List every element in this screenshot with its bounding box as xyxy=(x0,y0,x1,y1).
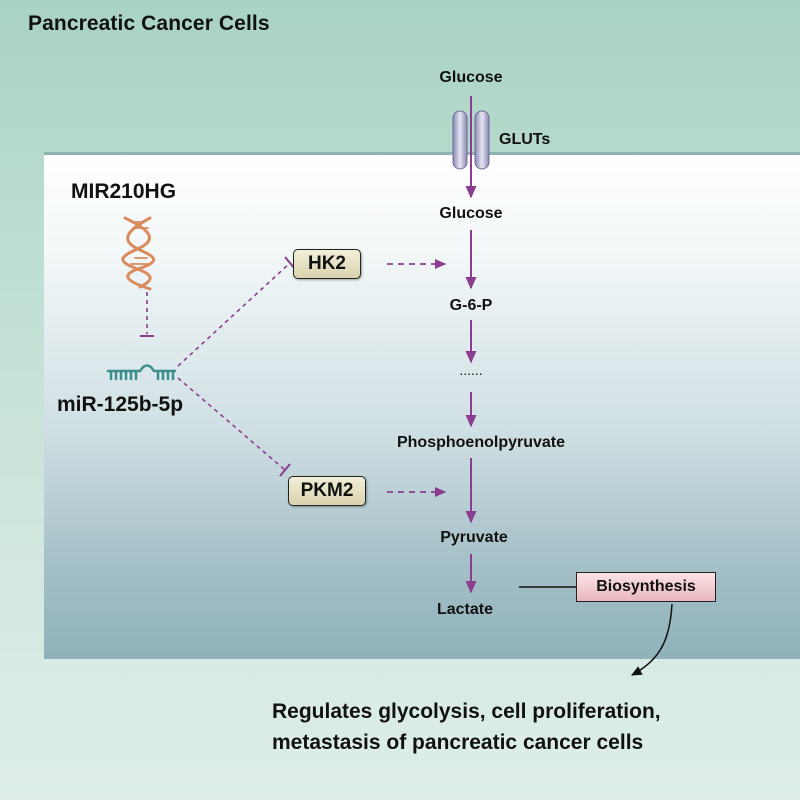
conclusion-line-1: Regulates glycolysis, cell proliferation… xyxy=(272,700,661,723)
mirna-label: miR-125b-5p xyxy=(57,393,184,416)
gluts-label: GLUTs xyxy=(499,131,551,148)
glut-transporter-icon xyxy=(452,110,490,170)
glucose-intracellular-label: Glucose xyxy=(439,205,503,222)
lactate-label: Lactate xyxy=(436,601,494,618)
lncrna-label: MIR210HG xyxy=(71,180,177,203)
biosynthesis-box: Biosynthesis xyxy=(576,572,716,602)
biosynthesis-outcome-arrow xyxy=(630,603,673,676)
mirna-hk2-inhibition xyxy=(177,256,296,367)
conclusion-text: Regulates glycolysis, cell proliferation… xyxy=(272,696,661,758)
pathway-ellipsis: ...... xyxy=(459,362,483,378)
mirna-pkm2-inhibition xyxy=(177,377,291,477)
glucose-extracellular-label: Glucose xyxy=(439,69,503,86)
diagram-title: Pancreatic Cancer Cells xyxy=(28,12,270,35)
mirna-icon xyxy=(106,364,177,381)
pkm2-box: PKM2 xyxy=(288,476,366,506)
dna-helix-icon xyxy=(121,216,156,291)
pyruvate-label: Pyruvate xyxy=(440,529,508,546)
phosphoenolpyruvate-label: Phosphoenolpyruvate xyxy=(396,434,566,451)
hk2-box: HK2 xyxy=(293,249,361,279)
g6p-label: G-6-P xyxy=(449,297,493,314)
conclusion-line-2: metastasis of pancreatic cancer cells xyxy=(272,731,644,754)
lncrna-mirna-inhibition xyxy=(140,292,154,337)
